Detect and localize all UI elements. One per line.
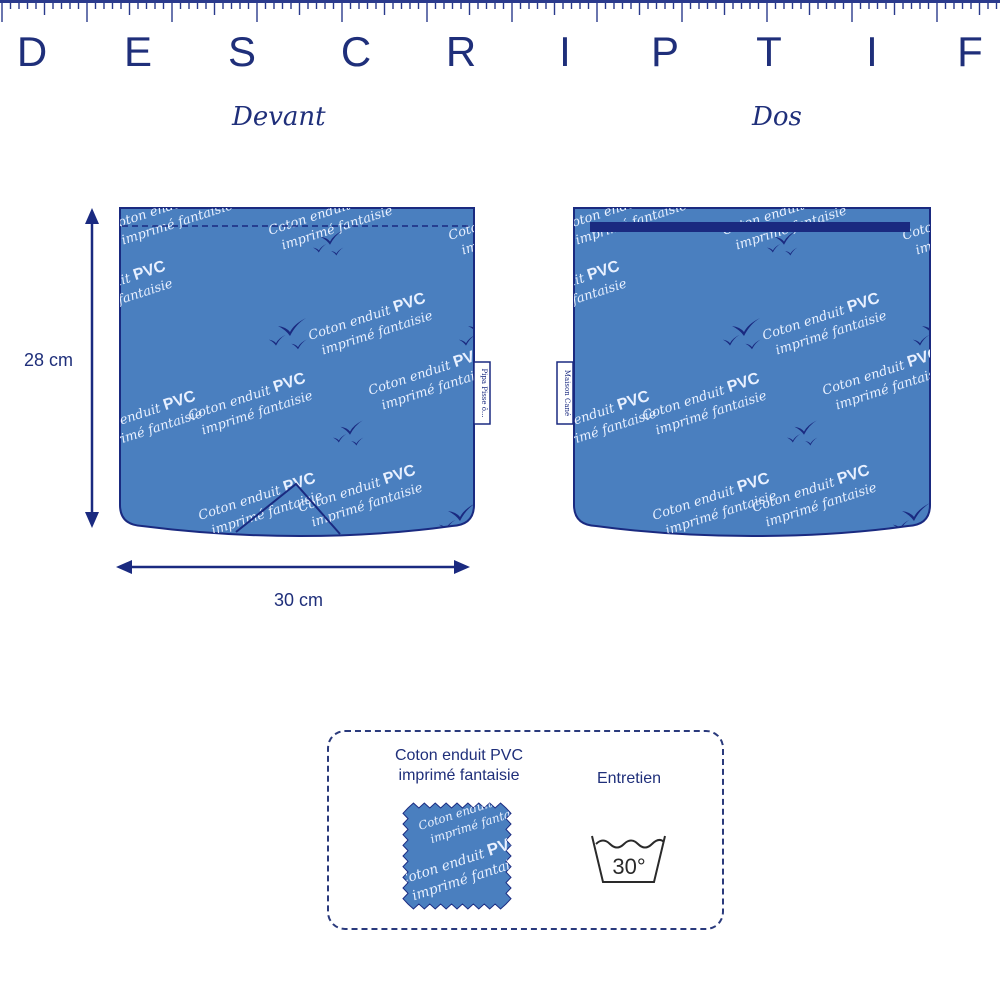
front-brand-tag: [473, 361, 491, 425]
fabric-description: Coton enduit PVC imprimé fantaisie: [369, 746, 549, 786]
height-dimension-arrow: [85, 208, 99, 528]
title-letter: T: [756, 28, 782, 75]
front-view-label: Devant: [232, 102, 326, 132]
care-label: Entretien: [596, 770, 662, 787]
title-letter: E: [123, 28, 152, 75]
back-brand-tag: [556, 361, 574, 425]
bird-icon: [958, 403, 996, 434]
ruler-bar: [0, 0, 1000, 22]
bird-icon: [912, 318, 930, 346]
front-tag-text: Pipa Pisse ô...: [480, 368, 488, 417]
title-letter: I: [559, 28, 571, 75]
front-inner-gusset: [235, 482, 341, 535]
bird-icon: [787, 420, 818, 446]
svg-text:Coton enduit PVC: Coton enduit PVC: [950, 465, 1000, 519]
title-letter: I: [866, 28, 878, 75]
bird-icon: [313, 230, 344, 256]
fabric-line-1: Coton enduit PVC: [394, 747, 524, 764]
svg-text:imprimé fantaisie: imprimé fantaisie: [964, 483, 1000, 533]
title-letter: C: [340, 28, 372, 75]
height-dimension-label: 28 cm: [24, 350, 74, 370]
title-letter: P: [650, 28, 679, 75]
back-view-label: Dos: [752, 102, 802, 132]
wash-temperature: 30°: [612, 854, 645, 879]
bird-icon: [458, 318, 474, 346]
bird-icon: [268, 318, 307, 350]
product-info-box: Coton enduit PVC imprimé fantaisie Entre…: [327, 730, 724, 930]
title-letter: D: [16, 28, 48, 75]
svg-text:Coton enduit PVC: Coton enduit PVC: [950, 300, 1000, 354]
width-dimension-arrow: [116, 560, 470, 574]
fabric-line-2: imprimé fantaisie: [398, 767, 520, 784]
title-letter: R: [445, 28, 477, 75]
width-dimension-label: 30 cm: [274, 590, 324, 610]
back-tag-text: Maison Cané: [563, 370, 571, 416]
svg-text:imprimé fantaisie: imprimé fantaisie: [460, 208, 575, 258]
bird-icon: [504, 403, 542, 434]
wash-30-icon: 30°: [591, 835, 666, 883]
bird-icon: [767, 230, 798, 256]
back-elastic-band: [590, 222, 910, 232]
bird-icon: [333, 420, 364, 446]
title-letter: F: [957, 28, 983, 75]
bird-icon: [722, 318, 761, 350]
title-letter: S: [227, 28, 256, 75]
svg-text:imprimé fantaisie: imprimé fantaisie: [964, 318, 1000, 368]
